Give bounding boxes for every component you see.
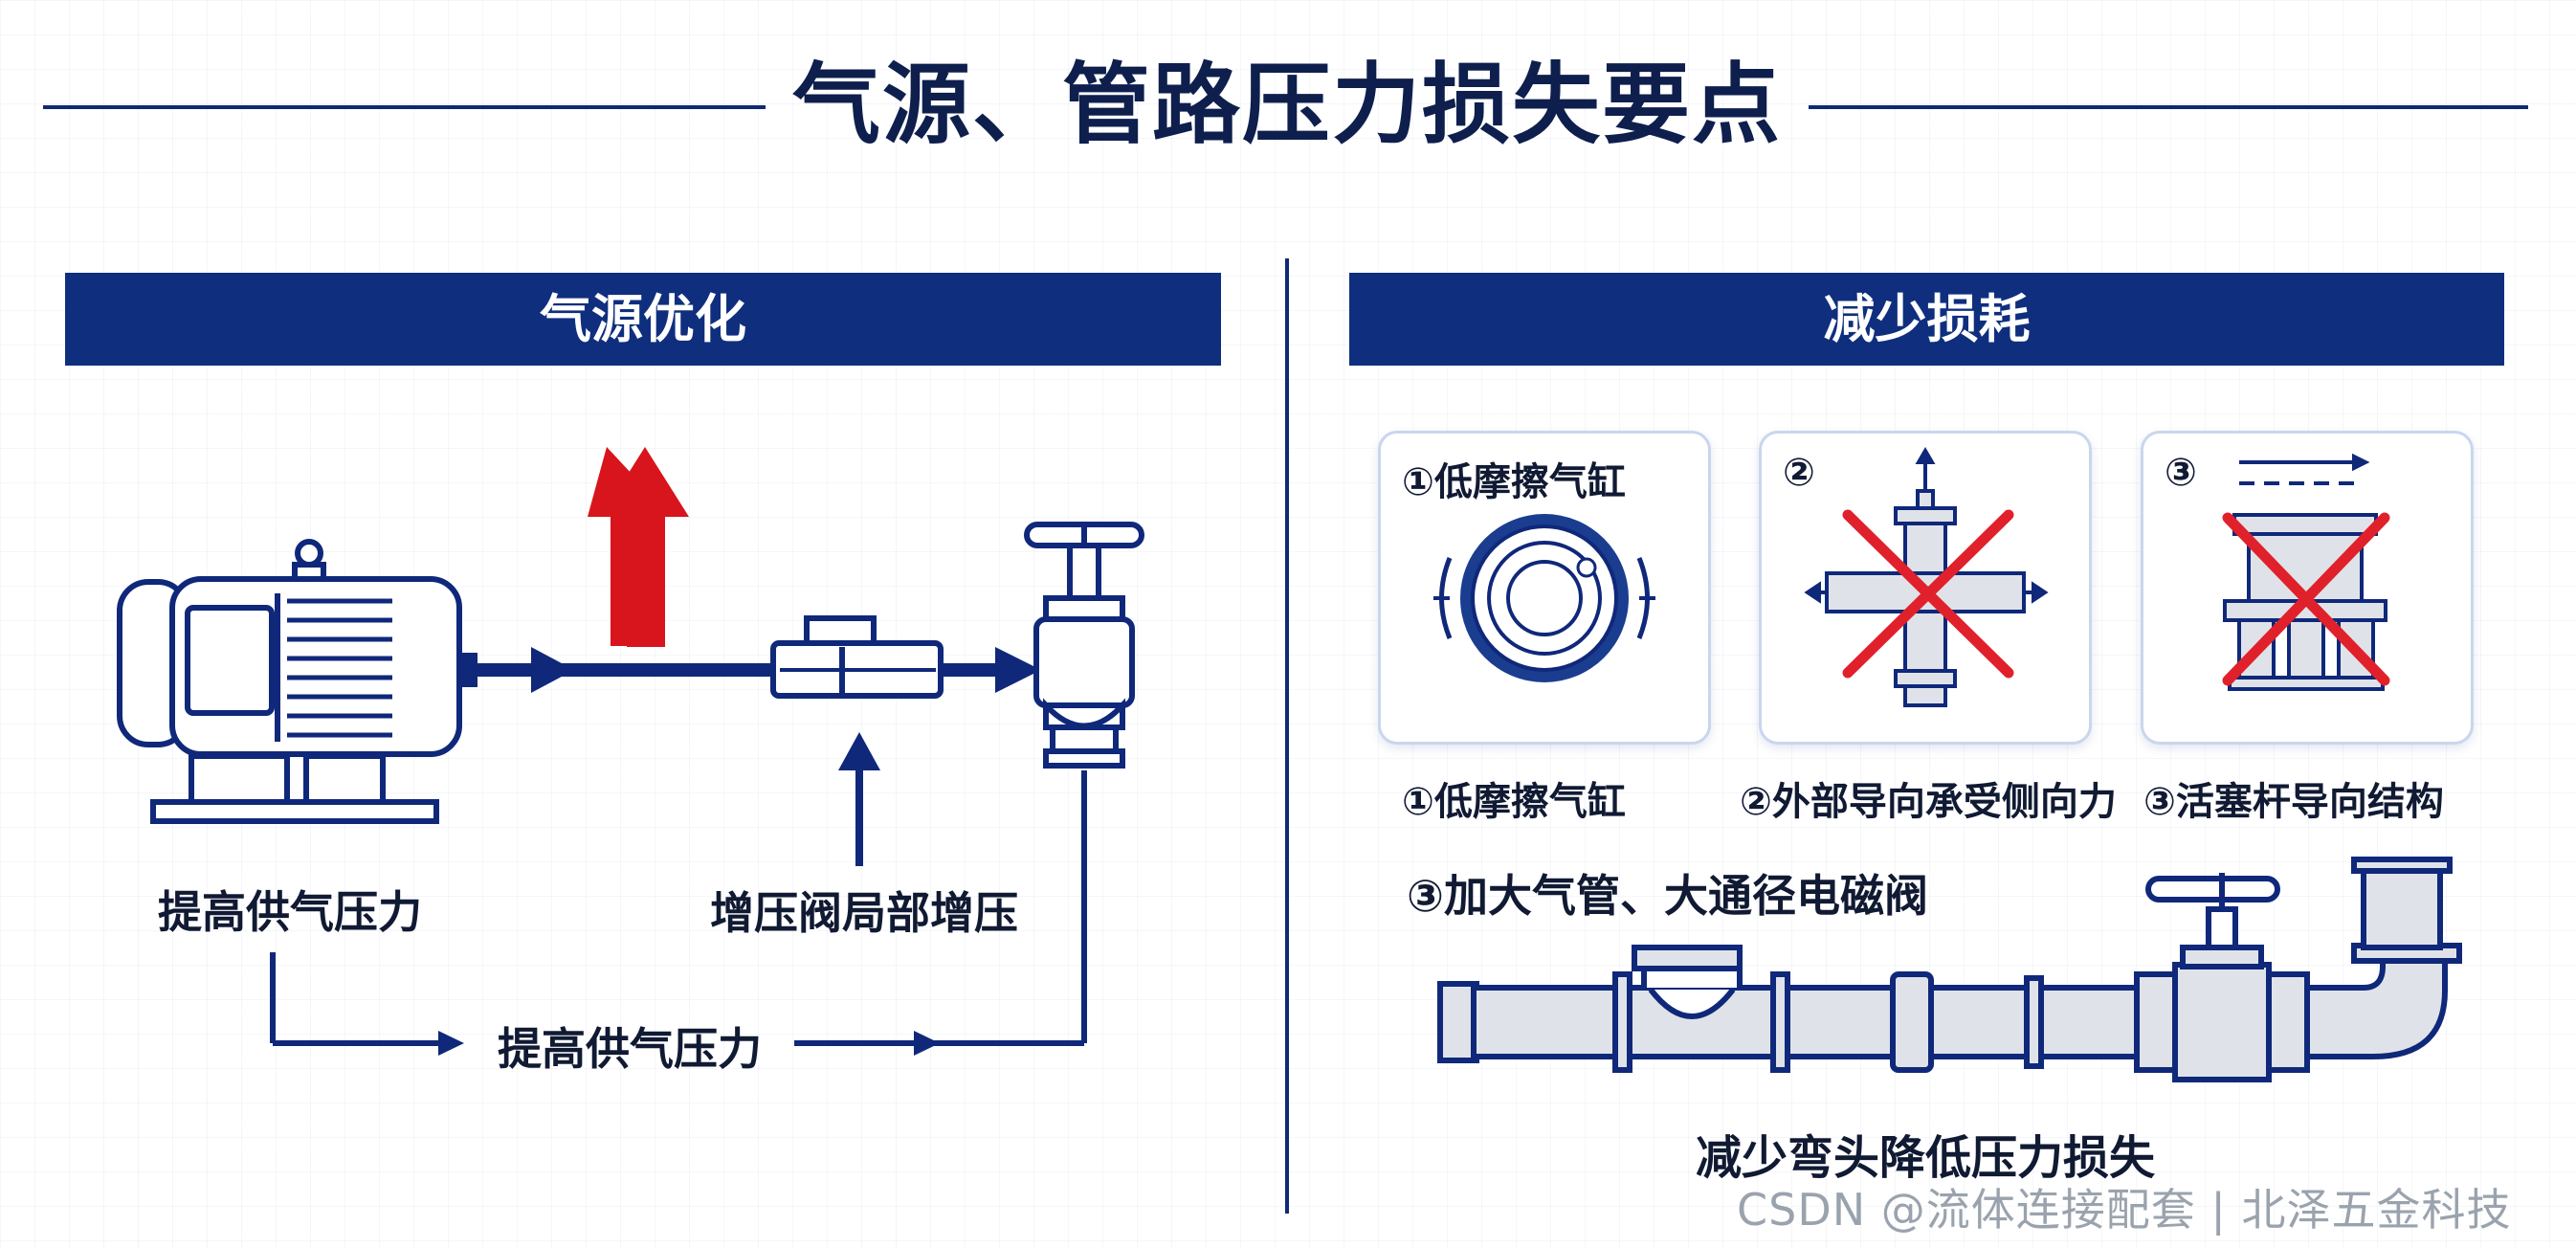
title-rule-right (1809, 105, 2528, 109)
pressure-arrow-head (601, 447, 689, 517)
compressor-motor-icon (117, 539, 477, 824)
card-number: ② (1783, 451, 1815, 495)
supply-line (475, 647, 1041, 693)
flow-arrow-icon (914, 1031, 940, 1056)
cross-mark-icon (2222, 512, 2390, 686)
booster-valve-icon (770, 615, 944, 699)
card-number: ① (1402, 460, 1434, 504)
watermark: CSDN @流体连接配套 | 北泽五金科技 (1737, 1184, 2512, 1236)
pressure-arrow-shaft (627, 515, 665, 647)
label-raise-supply-pressure: 提高供气压力 (158, 886, 422, 938)
booster-pointer-arrow-icon (838, 732, 880, 866)
right-panel-header: 减少损耗 (1349, 273, 2504, 366)
card-title: 低摩擦气缸 (1433, 460, 1626, 504)
card-number: ③ (2165, 451, 2197, 495)
side-force-guide-icon (1804, 447, 2049, 707)
hand-valve-icon (1024, 522, 1144, 769)
card-external-guide: ② (1759, 431, 2092, 745)
label-booster-valve: 增压阀局部增压 (710, 887, 1018, 939)
piston-rod-guide-icon (2222, 453, 2390, 691)
flow-arrow-icon (438, 1031, 464, 1056)
panel-divider (1285, 258, 1289, 1214)
caption-low-friction-cylinder: ①低摩擦气缸 (1402, 780, 1626, 824)
cross-mark-icon (1842, 509, 2014, 679)
pipe-assembly-icon (1437, 857, 2462, 1082)
card-low-friction-cylinder: ①低摩擦气缸 (1378, 431, 1711, 745)
pipe-caption: 减少弯头降低压力损失 (1696, 1131, 2156, 1185)
cylinder-ring-icon (1433, 514, 1655, 682)
left-panel-header: 气源优化 (65, 273, 1221, 366)
title-rule-left (43, 105, 766, 109)
card-piston-rod-guide: ③ (2141, 431, 2474, 745)
caption-external-guide: ②外部导向承受侧向力 (1740, 780, 2117, 824)
pipe-heading: ③加大气管、大通径电磁阀 (1407, 870, 1928, 922)
caption-piston-rod-guide: ③活塞杆导向结构 (2143, 780, 2444, 824)
label-flow-raise-pressure: 提高供气压力 (498, 1023, 762, 1075)
page-title: 气源、管路压力损失要点 (791, 54, 1782, 156)
